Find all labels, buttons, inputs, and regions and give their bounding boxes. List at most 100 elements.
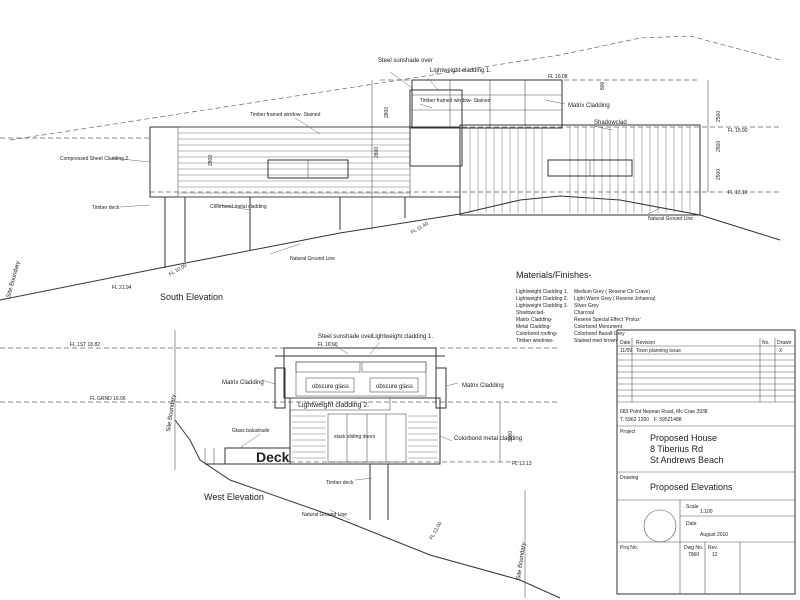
material-name: Timber windows-: [516, 338, 554, 344]
west-label-colorbond-cladding: Colorbond metal cladding: [454, 436, 522, 442]
project-line: St Andrews Beach: [650, 455, 724, 465]
south-main-volume: [149, 126, 461, 198]
firm-address: 683 Point Nepean Road, Mc Crae 3938: [620, 409, 708, 415]
west-label-stack-sliding-doors: stack sliding doors: [334, 434, 376, 440]
project-label: Project: [620, 429, 636, 435]
rev-header-no: No.: [762, 340, 770, 346]
material-finish: Medium Grey ( Resene Ctr Crave): [574, 289, 650, 295]
south-ground-line: [0, 195, 781, 301]
south-dim-2: 2500: [716, 111, 722, 122]
west-label-site-boundary-1: Site Boundary: [166, 394, 177, 432]
south-dim-4: 2800: [208, 155, 214, 166]
material-name: Matrix Cladding-: [516, 317, 553, 323]
material-name: Metal Cladding-: [516, 324, 551, 330]
west-dim-1: 3000: [508, 431, 514, 442]
material-finish: Resene Special Effect 'Prolux': [574, 317, 641, 323]
materials-heading: Materials/Finishes-: [516, 270, 592, 280]
rev-row-revision: Town planning issue: [636, 348, 681, 354]
west-label-timber-deck: Timber deck: [326, 480, 354, 486]
material-name: Shadowclad-: [516, 310, 545, 316]
title-block: Date Revision No. Drawn 11/09 Town plann…: [616, 329, 796, 595]
west-glazing-frame: [295, 361, 427, 397]
west-label-deck: Deck: [256, 449, 290, 465]
south-roof-outline: [9, 35, 781, 141]
west-label-steel-sunshade: Steel sunshade over: [318, 334, 373, 340]
south-elevation-title: South Elevation: [160, 292, 223, 302]
west-label-lightweight-cladding-1: Lightweight cladding 1.: [372, 334, 433, 340]
south-dim-7: 2500: [716, 169, 722, 180]
west-label-matrix-cladding-right: Matrix Cladding: [462, 383, 504, 389]
south-right-volume: [459, 124, 701, 216]
drawing-title: Proposed Elevations: [650, 482, 733, 492]
west-ground-line: [174, 419, 561, 599]
south-level-fl-6: FL 21.94: [112, 285, 132, 291]
south-dim-6: 2500: [716, 141, 722, 152]
west-label-obscure-glass-1: obscure glass: [312, 384, 349, 390]
material-finish: Charcoal: [574, 310, 594, 316]
west-level-fl-4: FL 13.00: [429, 521, 444, 541]
west-level-fl-3: FL 13.13: [512, 461, 532, 467]
west-level-fl-grnd: FL GRND 16.06: [90, 396, 126, 402]
south-stair-window: [409, 127, 463, 167]
west-label-obscure-glass-2: obscure glass: [376, 384, 413, 390]
logo-circle: [643, 509, 677, 543]
south-vertical-cladding: [469, 127, 691, 213]
south-horizontal-cladding: [178, 132, 410, 194]
west-matrix-panel-left: [274, 367, 286, 409]
south-label-timber-deck: Timber deck: [92, 205, 120, 211]
proj-no-label: Proj No.: [620, 545, 638, 551]
materials-list: Lightweight Cladding 1. Medium Grey ( Re…: [516, 289, 656, 344]
project-line: Proposed House: [650, 433, 717, 443]
material-finish: Light Warm Grey ( Resene Johanna): [574, 296, 656, 302]
material-finish: Colorbond Basalt Grey: [574, 331, 625, 337]
south-dim-1: 800: [600, 81, 606, 90]
south-label-natural-ground-1: Natural Ground Line: [290, 256, 335, 262]
south-timber-window: [409, 89, 463, 129]
west-level-fl-1st: FL 1ST 18.82: [70, 342, 100, 348]
project-line: 8 Tiberius Rd: [650, 444, 703, 454]
south-level-fl-1: FL 16.08: [548, 74, 568, 80]
south-label-natural-ground-2: Natural Ground Line: [648, 216, 693, 222]
west-label-site-boundary-2: Site Boundary: [516, 542, 527, 580]
date-label: Date: [686, 521, 697, 527]
south-label-lightweight-cladding-1: Lightweight cladding 1.: [430, 68, 491, 74]
scale-label: Scale: [686, 504, 699, 510]
south-label-site-boundary: Site Boundary: [6, 261, 22, 299]
south-label-timber-framed-window-upper: Timber framed window- Stained: [420, 98, 491, 104]
south-label-matrix-cladding: Matrix Cladding: [568, 103, 610, 109]
materials-legend: Materials/Finishes- Lightweight Cladding…: [516, 270, 656, 344]
rev-header-drawn: Drawn: [777, 340, 792, 346]
material-name: Colorbond roofing-: [516, 331, 558, 337]
south-dim-3: 2800: [384, 107, 390, 118]
south-elevation: Steel sunshade over Lightweight cladding…: [0, 35, 781, 302]
material-name: Lightweight Cladding 2.: [516, 296, 568, 302]
west-horizontal-cladding: [292, 415, 438, 459]
dwg-no-label: Dwg No.: [684, 545, 703, 551]
scale-value: 1:100: [700, 509, 713, 515]
south-label-timber-framed-window: Timber framed window- Stained: [250, 112, 321, 118]
material-finish: Colorbond Monument: [574, 324, 623, 330]
south-level-fl-4: FL 11.40: [410, 221, 430, 236]
south-label-compressed-sheet-cladding: Compressed Sheet Cladding 2: [60, 156, 128, 162]
rev-row-drawn: X: [779, 348, 783, 354]
south-label-shadowclad: Shadowclad: [594, 120, 627, 126]
west-label-lightweight-cladding-2: Lightweight cladding 2.: [298, 402, 369, 409]
west-matrix-panel-right: [435, 367, 447, 409]
south-level-fl-2: FL 15.90: [728, 128, 748, 134]
firm-fax: F. 59521488: [654, 417, 682, 423]
west-obscure-glass-1: [305, 377, 355, 393]
date-value: August 2010: [700, 532, 728, 538]
south-label-steel-sunshade: Steel sunshade over: [378, 58, 433, 64]
rev-label: Rev.: [708, 545, 718, 551]
west-label-matrix-cladding-left: Matrix Cladding: [222, 380, 264, 386]
rev-value: 12: [712, 552, 718, 558]
west-level-fl-1: FL 16.00: [318, 342, 338, 348]
west-elevation: Steel sunshade over Lightweight cladding…: [0, 330, 561, 599]
south-label-colorbond-cladding: Colorbond metal cladding: [210, 204, 267, 210]
material-finish: Stained med brown: [574, 338, 617, 344]
material-name: Lightweight Cladding 3.: [516, 303, 568, 309]
west-obscure-glass-2: [369, 377, 419, 393]
rev-header-date: Date: [620, 340, 631, 346]
west-elevation-title: West Elevation: [204, 492, 264, 502]
